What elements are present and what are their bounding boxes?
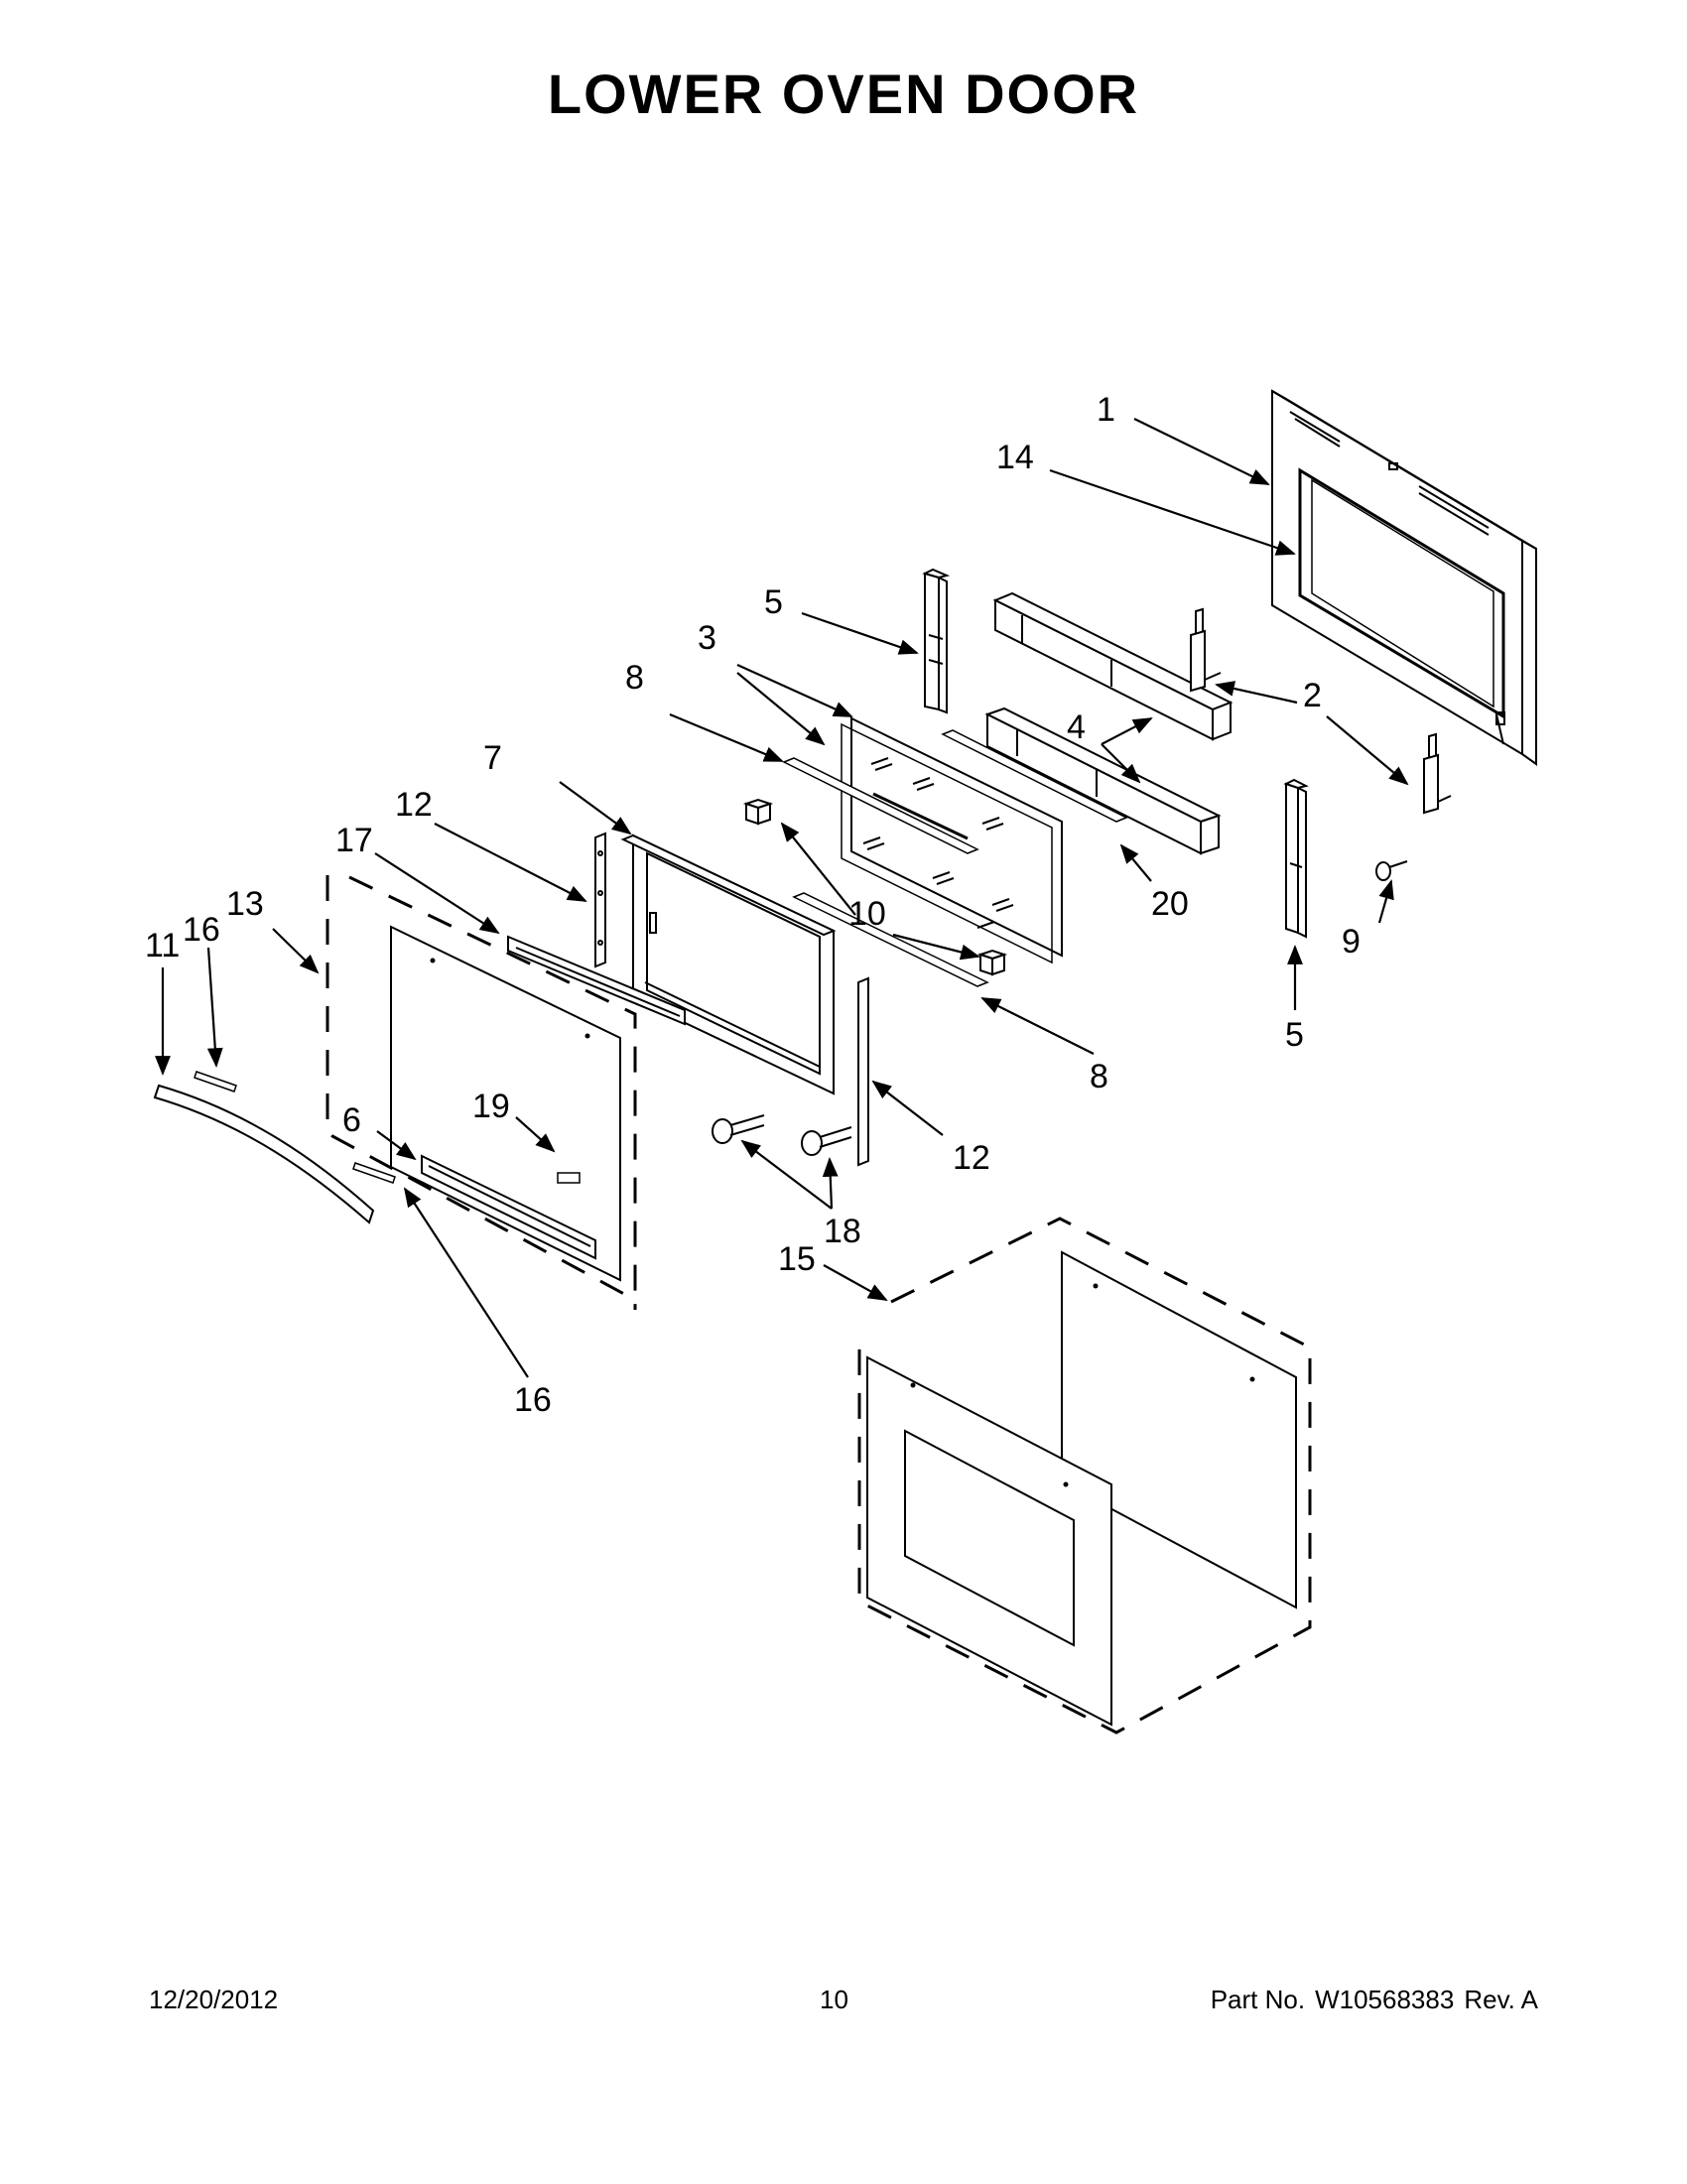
part-bracket-right xyxy=(857,976,869,1167)
part-seal-strip-upper xyxy=(782,757,979,854)
page-title: LOWER OVEN DOOR xyxy=(547,63,1140,125)
callout-10: 10 xyxy=(848,895,886,933)
part-hinge-upper xyxy=(1190,607,1222,693)
part-inner-door-panel xyxy=(1271,389,1537,766)
callout-12-upper: 12 xyxy=(395,786,433,824)
footer-part-number: W10568383 xyxy=(1315,1985,1455,2014)
leader-lines xyxy=(155,418,1409,1378)
part-vent-tube-lower xyxy=(984,707,1222,855)
callout-2: 2 xyxy=(1303,677,1322,714)
part-outer-door-group xyxy=(325,875,637,1310)
part-handle-clip-upper xyxy=(194,1071,237,1092)
part-seal-strip-20 xyxy=(941,729,1128,823)
callout-16-upper: 16 xyxy=(183,911,220,949)
part-inner-glass xyxy=(841,716,1063,964)
part-door-frame xyxy=(620,834,837,1095)
part-lower-trim xyxy=(421,1154,596,1260)
part-hinge-lower xyxy=(1423,732,1452,815)
part-screw xyxy=(1375,860,1408,881)
part-vent-bracket xyxy=(507,935,686,1026)
callout-5-lower: 5 xyxy=(1285,1016,1304,1054)
part-door-handle xyxy=(153,1084,375,1224)
footer-part-label: Part No. xyxy=(1210,1985,1306,2014)
callout-13: 13 xyxy=(226,885,264,923)
part-hinge-channel-lower xyxy=(1283,778,1309,939)
callout-17: 17 xyxy=(335,822,373,859)
callout-16-lower: 16 xyxy=(514,1381,552,1419)
part-spacer-upper xyxy=(742,798,774,826)
callout-6: 6 xyxy=(342,1101,361,1139)
part-mount-screw-right xyxy=(801,1126,852,1156)
footer-revision: Rev. A xyxy=(1464,1985,1538,2014)
callout-20: 20 xyxy=(1151,885,1189,923)
part-handle-clip-lower xyxy=(352,1162,396,1184)
callout-3: 3 xyxy=(698,619,716,657)
part-seal-strip-lower xyxy=(792,892,989,987)
callout-11: 11 xyxy=(145,927,180,964)
callout-labels: 1 14 5 3 8 2 4 7 20 12 17 13 11 16 10 9 … xyxy=(145,391,1361,1419)
callout-19: 19 xyxy=(472,1088,510,1125)
callout-15: 15 xyxy=(778,1240,816,1278)
callout-4: 4 xyxy=(1067,708,1086,746)
callout-5-upper: 5 xyxy=(764,583,783,621)
callout-8-upper: 8 xyxy=(625,659,644,697)
callout-9: 9 xyxy=(1342,923,1361,961)
part-spacer-lower xyxy=(976,949,1008,976)
part-door-assembly xyxy=(857,1217,1312,1734)
part-vent-tube-upper xyxy=(992,591,1233,741)
callout-12-lower: 12 xyxy=(953,1139,990,1177)
part-hinge-channel-upper xyxy=(922,568,951,714)
footer-date: 12/20/2012 xyxy=(149,1985,279,2014)
callout-14: 14 xyxy=(996,439,1034,476)
part-mount-screw-left xyxy=(712,1114,765,1144)
callout-8-lower: 8 xyxy=(1090,1058,1108,1095)
part-bracket-left xyxy=(594,832,606,968)
footer-page-number: 10 xyxy=(820,1985,848,2014)
callout-18: 18 xyxy=(824,1213,861,1250)
callout-1: 1 xyxy=(1097,391,1115,429)
footer-part-info: Part No. W10568383 Rev. A xyxy=(1201,1985,1538,2015)
callout-7: 7 xyxy=(483,739,502,777)
